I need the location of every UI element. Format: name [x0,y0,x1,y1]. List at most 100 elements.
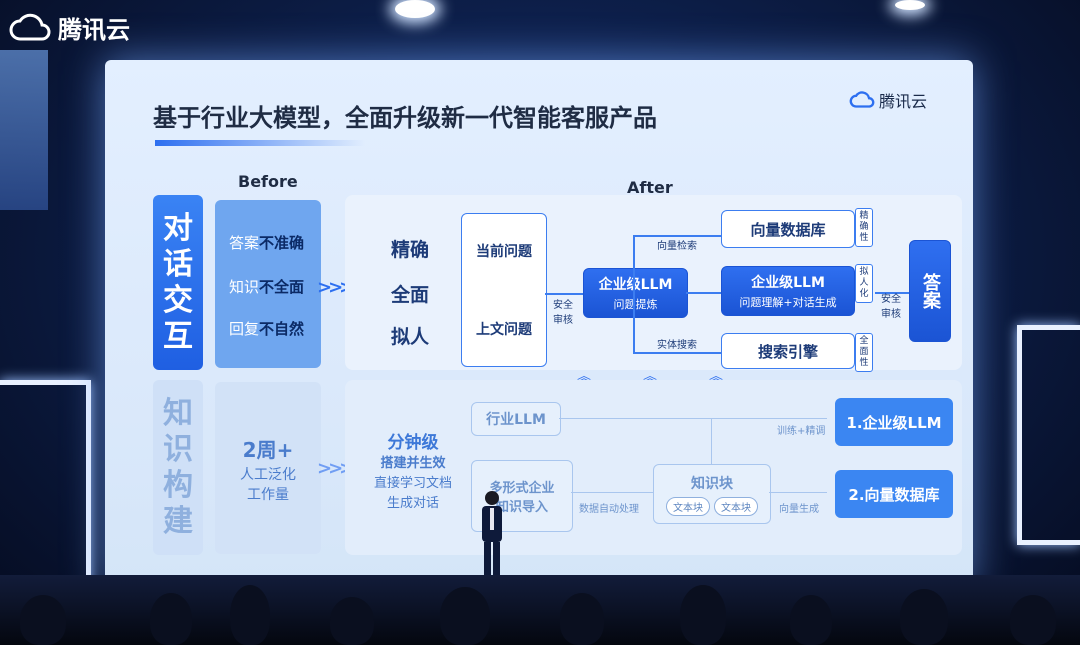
connector-line [711,418,712,464]
after-heading: After [627,178,673,197]
security-check-right: 安全审核 [881,294,901,320]
text-block-pill: 文本块 [666,496,710,516]
kb-line: 直接学习文档 [373,476,452,491]
ceiling-light [395,0,435,18]
vector-gen-label: 向量生成 [779,504,819,515]
before-heading: Before [238,172,298,191]
knowledge-before-box: 2周+ 人工泛化 工作量 [215,382,321,554]
before-item: 知识不全面 [229,276,304,297]
center-llm-title: 企业级LLM [751,275,825,291]
dialog-word: 精确 [391,239,430,261]
label-char: 建 [163,503,193,539]
before-item-pre: 知识 [229,278,260,296]
slide-logo: 腾讯云 [849,88,927,112]
side-screen-left [0,50,48,210]
connector-line [545,293,583,295]
answer-box: 答案 [909,240,951,342]
ceiling-light [895,0,925,10]
security-check-left: 安全审核 [553,300,573,326]
dialog-word: 全面 [391,284,430,306]
kb-before-big: 2周+ [242,438,294,462]
connector-line [633,352,721,354]
audience-head [790,595,832,645]
kb-minutes: 分钟级 [387,433,439,453]
audience-head [1010,595,1056,645]
question-box: 当前问题 上文问题 [461,213,547,367]
title-underline [155,140,365,146]
audience-head [680,585,726,645]
audience-head [560,593,604,645]
entity-search-label: 实体搜索 [657,340,697,351]
kb-line: 生成对话 [386,496,439,511]
question-context: 上文问题 [476,322,532,338]
connector-line [633,235,635,353]
label-char: 构 [163,467,193,503]
audience-area [0,575,1080,645]
audience-head [440,587,490,645]
slide-logo-text: 腾讯云 [878,92,927,111]
connector-line [559,418,827,419]
presentation-screen: 基于行业大模型，全面升级新一代智能客服产品 腾讯云 Before After 对… [105,60,973,588]
precision-tag: 精确性 [855,208,873,247]
output-vdb-box: 2.向量数据库 [835,470,953,518]
connector-line [769,492,827,493]
before-item-pre: 答案 [229,234,260,252]
dialog-before-box: 答案不准确 知识不全面 回复不自然 [215,200,321,368]
label-char: 话 [163,246,193,282]
connector-line [571,492,653,493]
knowledge-building-label: 知 识 构 建 [153,380,203,555]
train-tune-label: 训练+精调 [777,426,826,437]
answer-text: 答案 [920,273,941,309]
auto-process-label: 数据自动处理 [579,504,639,515]
kb-before-line: 人工泛化 [240,467,296,483]
audience-head [330,597,374,645]
connector-line [686,292,721,294]
before-item-bold: 不全面 [259,278,305,296]
kb-before-line: 工作量 [247,487,289,503]
audience-head [150,593,192,645]
before-item-pre: 回复 [229,320,260,338]
connector-line [633,235,721,237]
audience-head [900,589,948,645]
label-char: 知 [163,395,193,431]
output-llm-box: 1.企业级LLM [835,398,953,446]
corner-brand-logo: 腾讯云 [8,10,130,45]
label-char: 互 [163,318,193,354]
before-item-bold: 不自然 [259,320,305,338]
before-item-bold: 不准确 [259,234,305,252]
question-current: 当前问题 [476,244,532,260]
dialog-word: 拟人 [391,326,430,348]
connector-line [875,292,909,294]
chevron-right-icon: >>> [317,277,354,298]
before-item: 回复不自然 [229,318,304,339]
label-char: 交 [163,282,193,318]
label-char: 对 [163,210,193,246]
industry-llm-box: 行业LLM [471,402,561,436]
slide-title: 基于行业大模型，全面升级新一代智能客服产品 [153,104,657,132]
enterprise-llm-title: 企业级LLM [598,277,673,293]
audience-head [20,595,66,645]
knowledge-block-title: 知识块 [691,475,733,492]
vector-search-label: 向量检索 [657,241,697,252]
kb-build: 搭建并生效 [380,456,446,471]
cloud-icon [849,91,875,108]
enterprise-llm-sub: 问题提炼 [613,298,658,311]
enterprise-llm-box: 企业级LLM 问题提炼 [583,268,688,318]
vector-db-box: 向量数据库 [721,210,855,248]
knowledge-import-text: 多形式企业知识导入 [489,481,555,515]
label-char: 识 [163,431,193,467]
audience-head [230,585,270,645]
search-engine-box: 搜索引擎 [721,333,855,369]
corner-brand-text: 腾讯云 [58,16,130,44]
before-item: 答案不准确 [229,232,304,253]
center-llm-box: 企业级LLM 问题理解+对话生成 [721,266,855,316]
knowledge-block-box: 知识块 文本块文本块 [653,464,771,524]
humanize-tag: 拟人化 [855,264,873,303]
chevron-right-icon: >>> [317,458,354,479]
light-frame-right [1017,325,1080,545]
presenter-figure [482,491,502,584]
cloud-icon [9,13,51,40]
completeness-tag: 全面性 [855,333,873,372]
center-llm-sub: 问题理解+对话生成 [739,296,837,309]
text-block-pill: 文本块 [714,496,758,516]
